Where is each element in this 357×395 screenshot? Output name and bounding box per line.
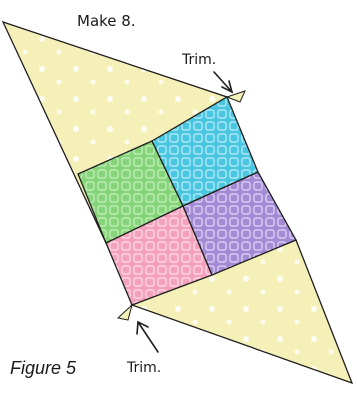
- instruction-label: Make 8.: [77, 12, 136, 30]
- figure-caption: Figure 5: [10, 358, 77, 378]
- trim-arrow-top: [213, 71, 234, 94]
- trim-dogear-bottom: [116, 303, 133, 321]
- purple-square: [182, 171, 297, 276]
- trim-dogear-top: [225, 90, 246, 103]
- trim-label-bottom: Trim.: [126, 360, 161, 376]
- trim-label-top: Trim.: [181, 52, 216, 68]
- trim-arrow-bottom: [136, 320, 159, 353]
